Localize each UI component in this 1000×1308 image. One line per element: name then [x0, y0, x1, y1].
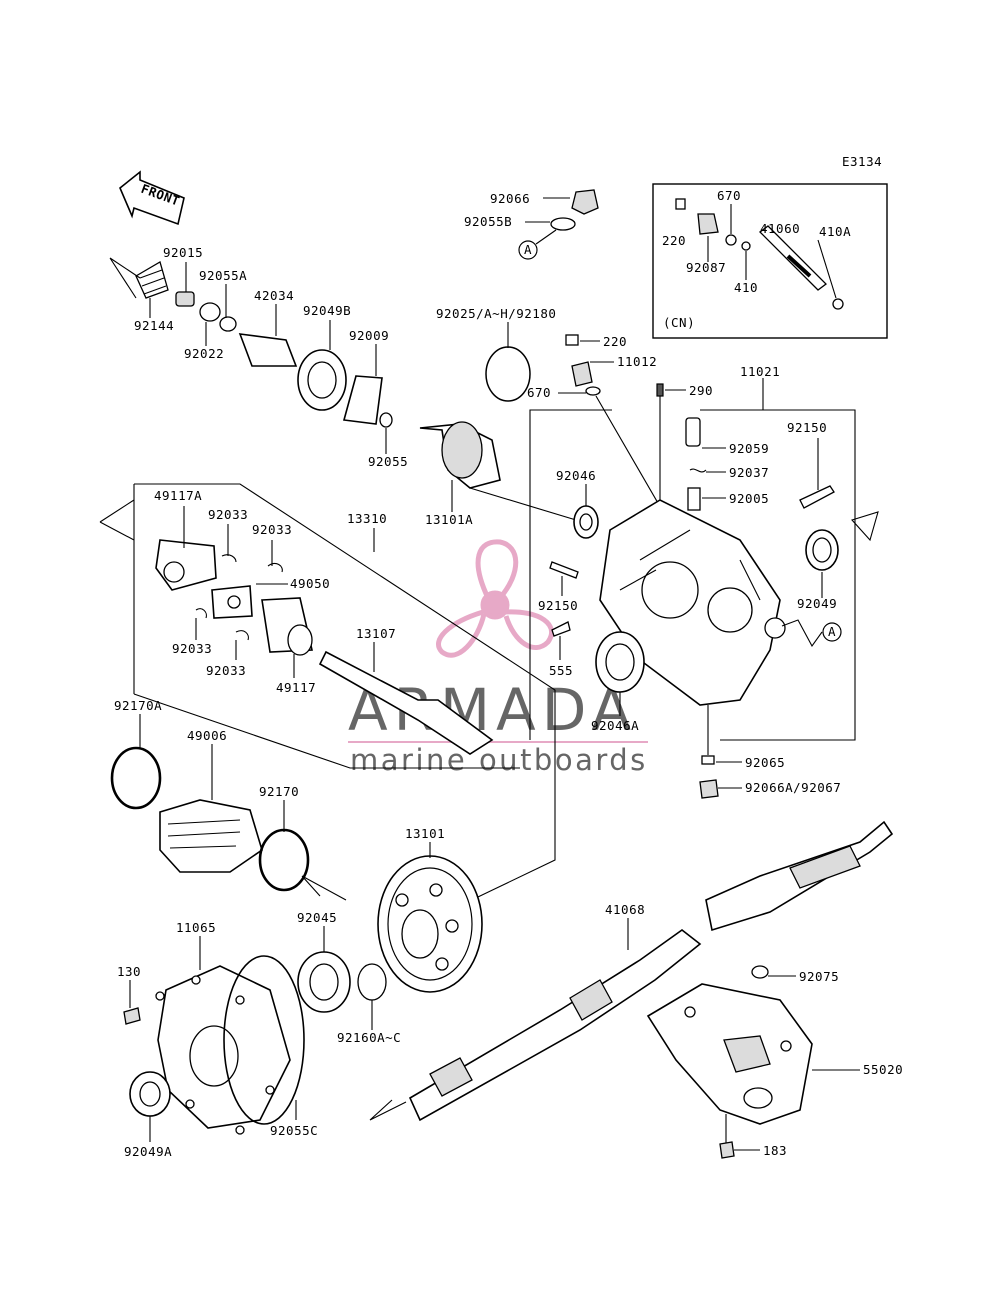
ring-gear: 13101	[377, 826, 483, 993]
part-label-220: 220	[603, 334, 627, 349]
part-label-92055B: 92055B	[464, 214, 512, 229]
part-label-92144: 92144	[134, 318, 174, 333]
part-label-92033-b: 92033	[252, 522, 292, 537]
breather-parts: 220 11012 670	[527, 334, 663, 511]
part-label-92046A: 92046A	[591, 718, 639, 733]
part-label-410: 410	[734, 280, 758, 295]
part-label-92033-c: 92033	[172, 641, 212, 656]
part-label-49006: 49006	[187, 728, 227, 743]
part-label-555: 555	[549, 663, 573, 678]
part-label-92033-d: 92033	[206, 663, 246, 678]
part-label-670-inset: 670	[717, 188, 741, 203]
part-label-92015: 92015	[163, 245, 203, 260]
part-label-92037: 92037	[729, 465, 769, 480]
part-label-92066A: 92066A/92067	[745, 780, 841, 795]
cn-inset-panel: (CN) 670 41060 220 410A 92087 410	[652, 183, 888, 339]
part-label-92049A: 92049A	[124, 1144, 172, 1159]
ref-marker-a-right: A	[828, 624, 836, 639]
part-label-92055C: 92055C	[270, 1123, 318, 1138]
input-shaft-parts: 92015 92055A 42034 92049B 92009 92144 92…	[109, 245, 408, 469]
bottom-cover-plate: 92075 55020 183	[646, 965, 903, 1159]
rear-bearing-parts: 92045 92160A~C	[297, 910, 401, 1045]
propeller-logo-icon	[436, 539, 554, 658]
part-label-49117A: 49117A	[154, 488, 202, 503]
plug-group-top: A 92066 92055B	[464, 189, 599, 260]
gear-case-housing: 11021 290 92059 92037 92005 92150 92049 …	[529, 364, 879, 799]
part-label-92066: 92066	[490, 191, 530, 206]
part-label-13101: 13101	[405, 826, 445, 841]
part-label-92075: 92075	[799, 969, 839, 984]
part-label-92055A: 92055A	[199, 268, 247, 283]
part-label-92025: 92025/A~H/92180	[436, 306, 556, 321]
front-direction-arrow-icon: FRONT	[119, 170, 185, 226]
drive-shaft: 41068	[369, 820, 894, 1122]
part-label-55020: 55020	[863, 1062, 903, 1077]
part-label-92170: 92170	[259, 784, 299, 799]
part-label-49117: 49117	[276, 680, 316, 695]
part-label-92046: 92046	[556, 468, 596, 483]
part-label-410A: 410A	[819, 224, 851, 239]
part-label-670: 670	[527, 385, 551, 400]
part-label-92150-right: 92150	[787, 420, 827, 435]
part-label-220-inset: 220	[662, 233, 686, 248]
part-label-13107: 13107	[356, 626, 396, 641]
part-label-92160A: 92160A~C	[337, 1030, 401, 1045]
universal-joint-group: 49117A 92033 92033 13310 49050 92033 920…	[99, 483, 556, 921]
part-label-92170A: 92170A	[114, 698, 162, 713]
inset-label: (CN)	[663, 315, 695, 330]
boot-and-clamps: 92170A 49006 92170	[110, 698, 347, 901]
part-label-130: 130	[117, 964, 141, 979]
part-label-92065: 92065	[745, 755, 785, 770]
part-label-92049: 92049	[797, 596, 837, 611]
part-label-290: 290	[689, 383, 713, 398]
part-label-92009: 92009	[349, 328, 389, 343]
part-label-13310: 13310	[347, 511, 387, 526]
part-label-92033-a: 92033	[208, 507, 248, 522]
part-label-41060: 41060	[760, 221, 800, 236]
part-label-41068: 41068	[605, 902, 645, 917]
part-label-11012: 11012	[617, 354, 657, 369]
part-label-92087: 92087	[686, 260, 726, 275]
part-label-42034: 42034	[254, 288, 294, 303]
part-label-92150-left: 92150	[538, 598, 578, 613]
part-label-11021: 11021	[740, 364, 780, 379]
part-label-183: 183	[763, 1143, 787, 1158]
diagram-code: E3134	[842, 154, 882, 169]
part-label-92059: 92059	[729, 441, 769, 456]
rear-cover: 11065 130 92049A 92055C	[117, 920, 318, 1159]
watermark-subtitle: marine outboards	[350, 743, 648, 777]
part-label-92045: 92045	[297, 910, 337, 925]
part-label-49050: 49050	[290, 576, 330, 591]
ref-marker-a-top: A	[524, 242, 532, 257]
part-label-13101A: 13101A	[425, 512, 473, 527]
part-label-92005: 92005	[729, 491, 769, 506]
part-label-11065: 11065	[176, 920, 216, 935]
part-label-92049B: 92049B	[303, 303, 351, 318]
part-label-92055: 92055	[368, 454, 408, 469]
part-label-92022: 92022	[184, 346, 224, 361]
pinion-gear: 92025/A~H/92180 13101A	[419, 306, 577, 527]
